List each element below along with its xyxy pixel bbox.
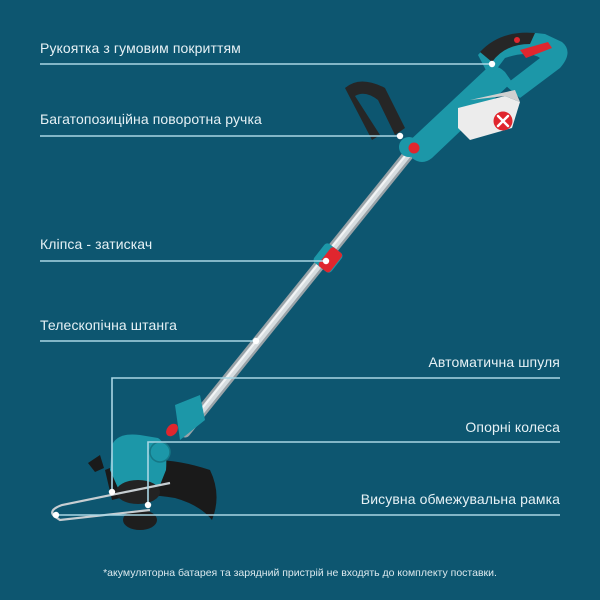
callout-guard-frame: Висувна обмежувальна рамка <box>360 491 560 507</box>
callout-telescopic-shaft: Телескопічна штанга <box>40 317 177 333</box>
callout-auto-spool: Автоматична шпуля <box>428 354 560 370</box>
clamp-clip-graphic <box>313 243 343 273</box>
motor-head-graphic <box>51 395 217 530</box>
telescopic-shaft-graphic <box>179 144 418 438</box>
callout-lines <box>40 63 560 516</box>
cross-icon <box>493 111 513 131</box>
footnote: *акумуляторна батарея та зарядний пристр… <box>103 567 497 579</box>
callout-rubber-grip: Рукоятка з гумовим покриттям <box>40 40 241 56</box>
callout-rotating-handle: Багатопозиційна поворотна ручка <box>40 111 262 127</box>
callout-dots <box>52 60 496 519</box>
callout-support-wheels: Опорні колеса <box>465 419 560 435</box>
callout-clamp-clip: Кліпса - затискач <box>40 236 153 252</box>
main-housing-graphic <box>405 32 568 162</box>
front-handle-graphic <box>345 81 420 157</box>
